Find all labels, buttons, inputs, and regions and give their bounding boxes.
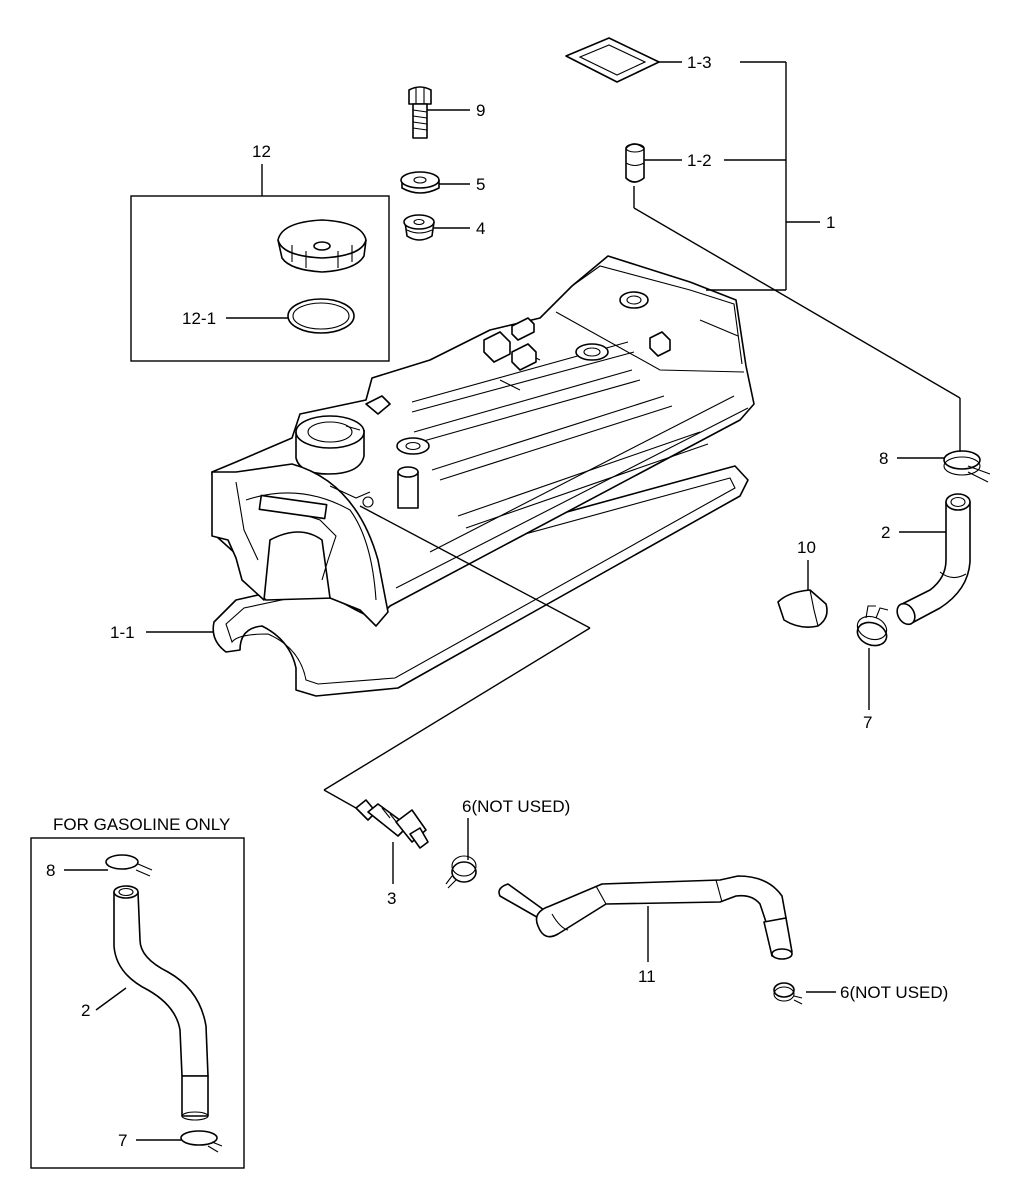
part-1-3-gasket: [565, 37, 660, 83]
callout-1-3: 1-3: [687, 53, 712, 72]
callout-inset-8: 8: [46, 861, 55, 880]
part-10-plug: [777, 589, 828, 628]
part-3-pcv-valve: [355, 799, 429, 849]
callout-labels: 1-3 1-2 1 9 5 4 12 12-1 8 2 10 7 1-1 6(N…: [46, 53, 948, 1150]
part-4-grommet: [403, 214, 435, 241]
part-6-clamp-lower: [773, 982, 803, 1005]
part-5-washer: [400, 171, 440, 194]
callout-10: 10: [797, 538, 816, 557]
inset-title: FOR GASOLINE ONLY: [53, 815, 230, 834]
part-2-breather-hose: [896, 493, 971, 626]
part-9-bolt: [408, 86, 432, 139]
callout-12-1: 12-1: [182, 309, 216, 328]
part-11-pcv-hose: [498, 875, 793, 960]
callout-4: 4: [476, 219, 485, 238]
part-6-clamp-upper: [445, 855, 477, 889]
part-7-hose-clamp: [856, 605, 889, 647]
callout-2: 2: [881, 523, 890, 542]
callout-1: 1: [826, 213, 835, 232]
callout-5: 5: [476, 175, 485, 194]
callout-1-1: 1-1: [110, 623, 135, 642]
callout-1-2: 1-2: [687, 151, 712, 170]
part-8-hose-clamp: [943, 450, 991, 483]
leader-lines: [64, 61, 961, 1141]
part-1-cylinder-head-cover: [211, 255, 755, 627]
part-1-2-pin: [625, 143, 645, 183]
callout-6-upper: 6(NOT USED): [462, 797, 570, 816]
callout-7: 7: [863, 713, 872, 732]
callout-6-lower: 6(NOT USED): [840, 983, 948, 1002]
callout-inset-2: 2: [81, 1001, 90, 1020]
inset-gasoline-only: [30, 837, 245, 1169]
callout-8: 8: [879, 449, 888, 468]
part-12-oil-cap-box: [130, 195, 390, 362]
callout-12: 12: [252, 142, 271, 161]
callout-inset-7: 7: [118, 1131, 127, 1150]
callout-3: 3: [387, 889, 396, 908]
part-1-1-cover-gasket: [212, 465, 749, 697]
callout-11: 11: [638, 967, 656, 986]
callout-9: 9: [476, 101, 485, 120]
